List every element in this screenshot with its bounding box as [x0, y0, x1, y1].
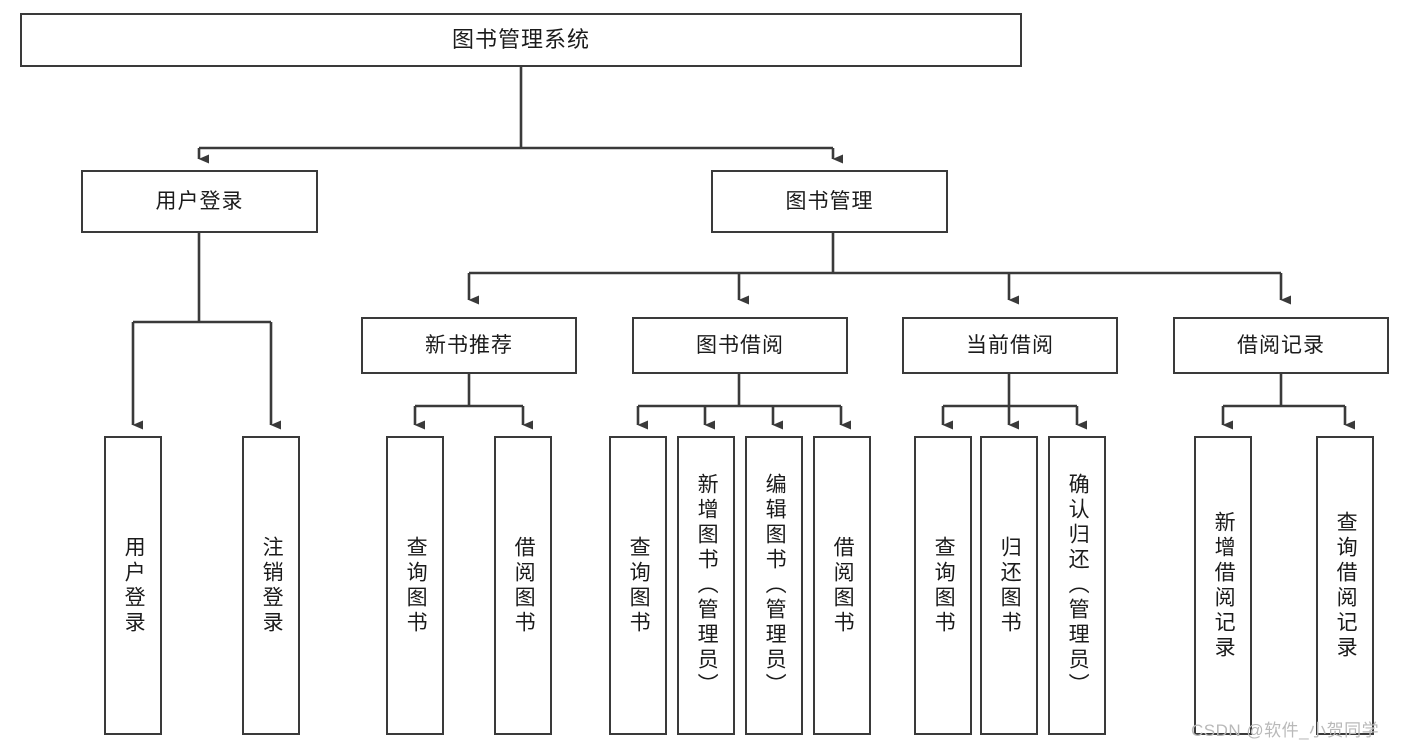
node-label: 借阅图书: [512, 535, 536, 636]
node-label: 编辑图书（管理员）: [763, 473, 787, 698]
node-label: 借阅图书: [831, 535, 855, 636]
node-label: 新书推荐: [425, 333, 513, 357]
node-label: 查询图书: [404, 535, 428, 636]
leaf-borrow-record-query-record[interactable]: 查询借阅记录: [1316, 436, 1374, 735]
leaf-new-book-query-book[interactable]: 查询图书: [386, 436, 444, 735]
node-new-book-recommend[interactable]: 新书推荐: [361, 317, 577, 374]
node-book-borrow[interactable]: 图书借阅: [632, 317, 848, 374]
leaf-new-book-borrow-book[interactable]: 借阅图书: [494, 436, 552, 735]
node-label: 用户登录: [155, 189, 244, 213]
leaf-book-borrow-borrow-book[interactable]: 借阅图书: [813, 436, 871, 735]
node-label: 注销登录: [260, 535, 284, 636]
node-label: 当前借阅: [966, 333, 1054, 357]
leaf-current-borrow-confirm-return-admin[interactable]: 确认归还（管理员）: [1048, 436, 1106, 735]
node-label: 用户登录: [122, 535, 146, 636]
leaf-book-borrow-query-book[interactable]: 查询图书: [609, 436, 667, 735]
leaf-current-borrow-return-book[interactable]: 归还图书: [980, 436, 1038, 735]
leaf-user-login-logout[interactable]: 注销登录: [242, 436, 300, 735]
node-current-borrow[interactable]: 当前借阅: [902, 317, 1118, 374]
node-label: 确认归还（管理员）: [1066, 473, 1090, 698]
node-borrow-record[interactable]: 借阅记录: [1173, 317, 1389, 374]
node-root-book-management-system[interactable]: 图书管理系统: [20, 13, 1022, 67]
leaf-current-borrow-query-book[interactable]: 查询图书: [914, 436, 972, 735]
leaf-book-borrow-add-book-admin[interactable]: 新增图书（管理员）: [677, 436, 735, 735]
node-label: 图书借阅: [696, 333, 784, 357]
node-label: 借阅记录: [1237, 333, 1325, 357]
node-book-management[interactable]: 图书管理: [711, 170, 948, 233]
node-label: 查询借阅记录: [1334, 510, 1358, 661]
node-label: 查询图书: [627, 535, 651, 636]
node-user-login[interactable]: 用户登录: [81, 170, 318, 233]
node-label: 新增图书（管理员）: [695, 473, 719, 698]
node-label: 查询图书: [932, 535, 956, 636]
node-label: 图书管理: [785, 189, 874, 213]
node-label: 新增借阅记录: [1212, 510, 1236, 661]
node-label: 图书管理系统: [451, 26, 590, 52]
leaf-user-login-login[interactable]: 用户登录: [104, 436, 162, 735]
leaf-book-borrow-edit-book-admin[interactable]: 编辑图书（管理员）: [745, 436, 803, 735]
node-label: 归还图书: [998, 535, 1022, 636]
csdn-watermark: CSDN @软件_小贺同学: [1191, 721, 1380, 740]
leaf-borrow-record-add-record[interactable]: 新增借阅记录: [1194, 436, 1252, 735]
